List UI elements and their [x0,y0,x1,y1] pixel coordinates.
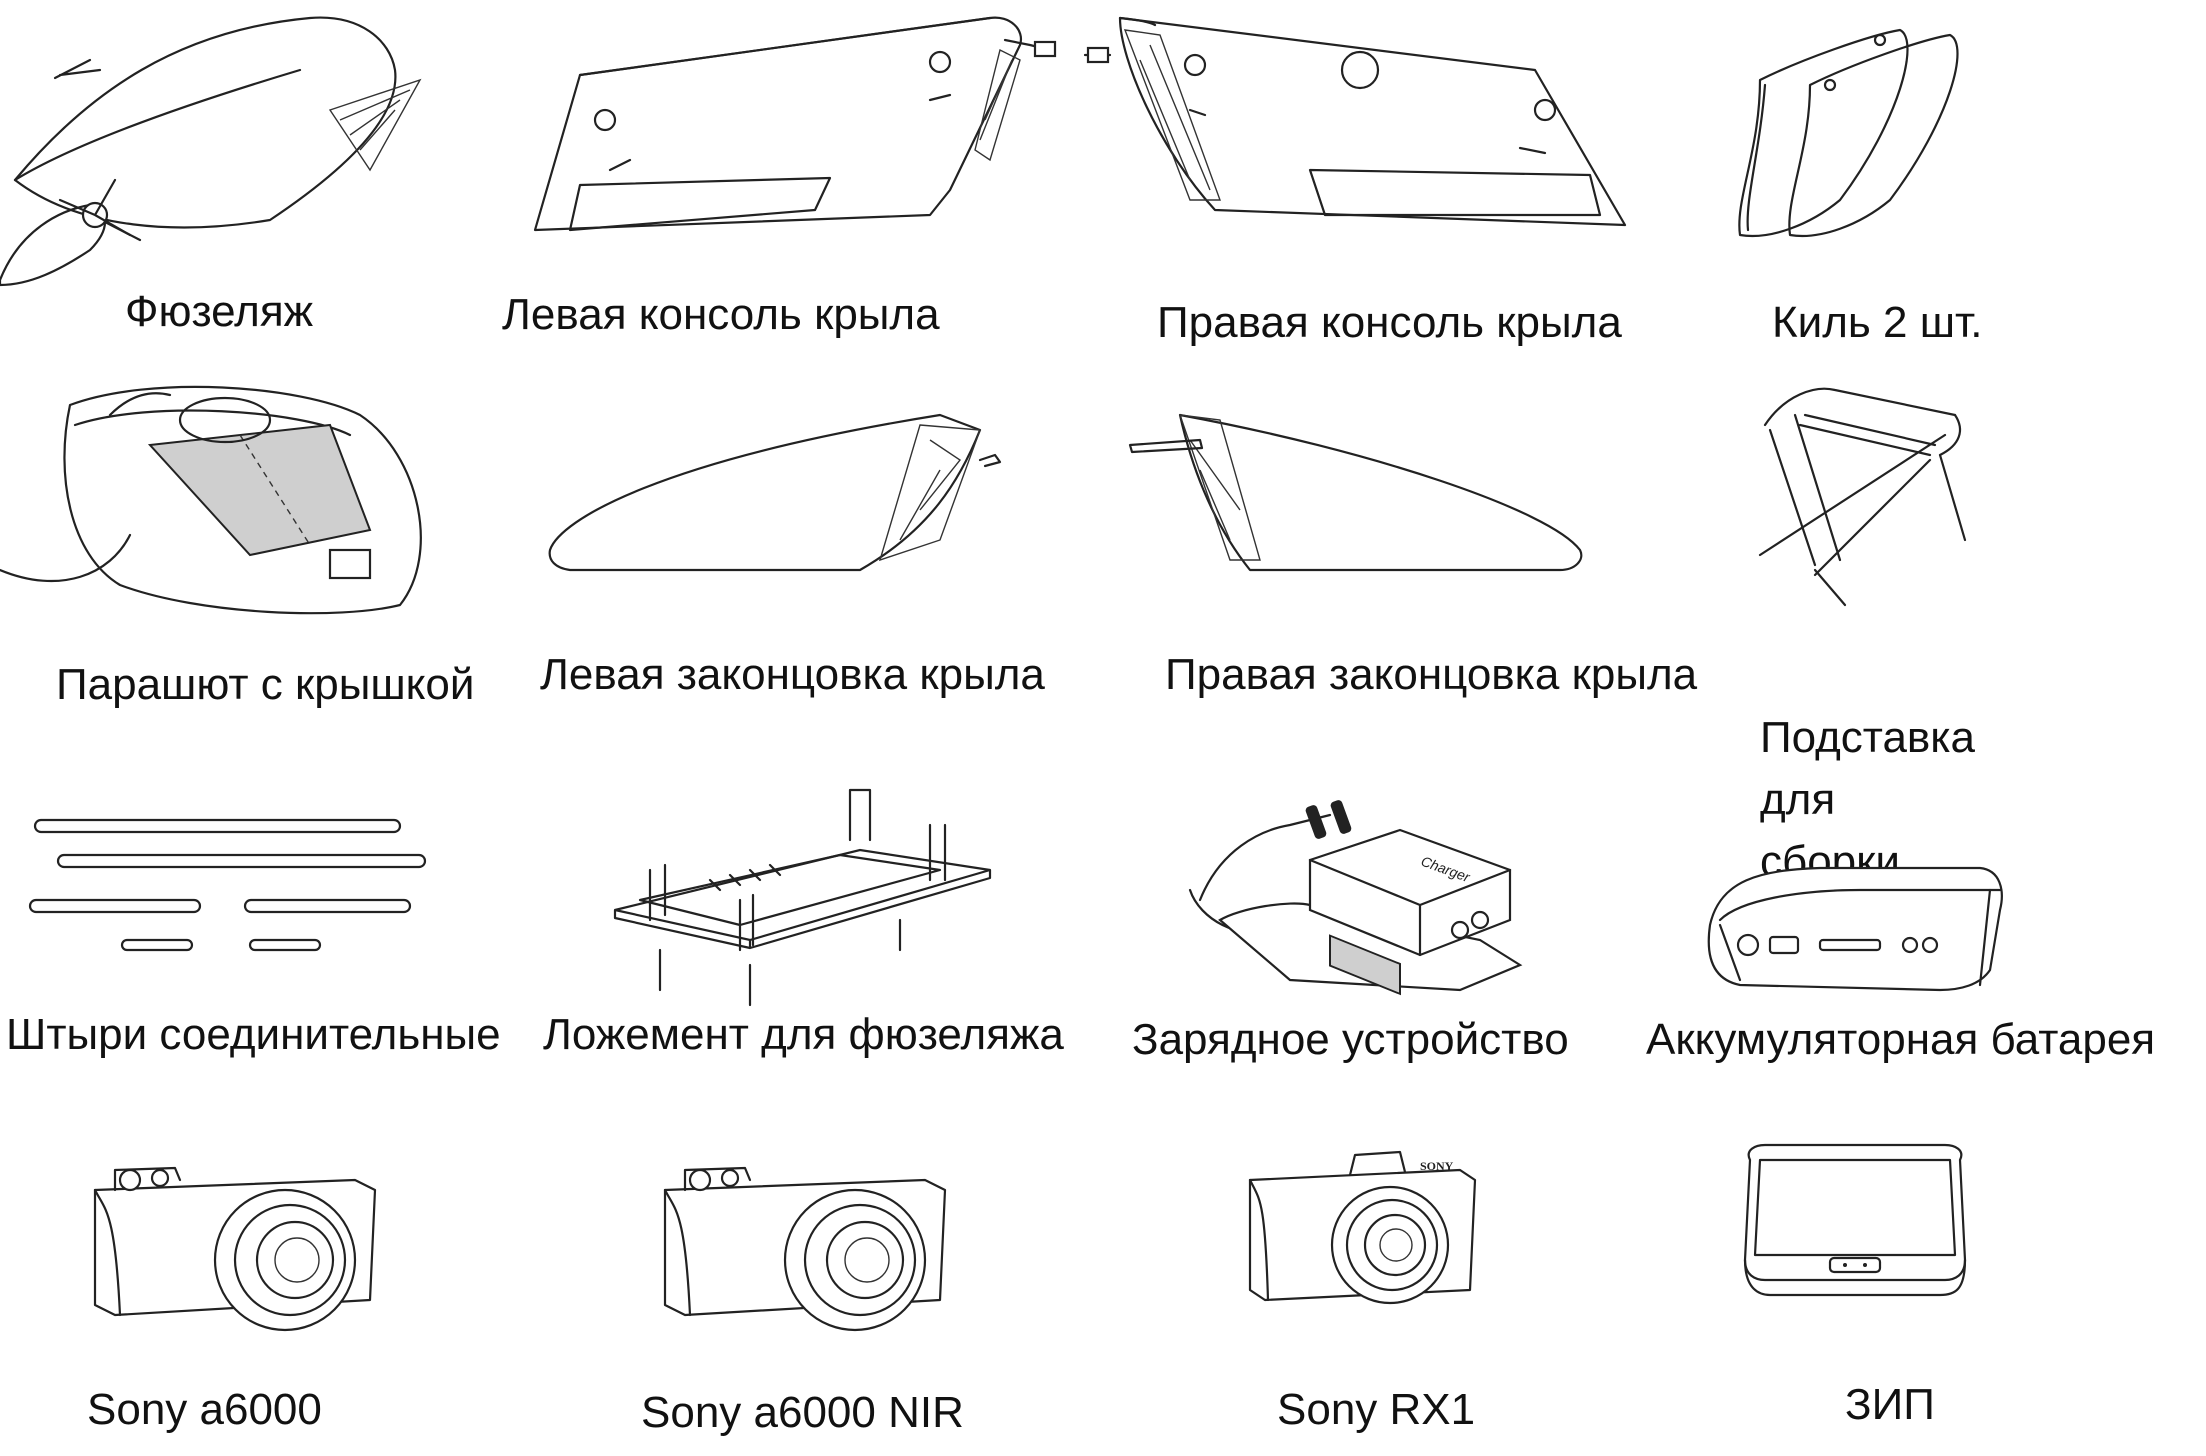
spare-parts-case-icon [1730,1140,1980,1310]
parachute-icon [0,355,440,635]
left-wing-panel-icon [530,0,1057,260]
right-wingtip-icon [1120,400,1600,600]
camera-rx1-icon: SONY [1240,1140,1480,1340]
item-label: Аккумуляторная батарея [1646,1015,2156,1064]
item-label: ЗИП [1845,1380,1935,1429]
item-label: Правая консоль крыла [1157,298,1622,347]
camera-brand: SONY [1420,1159,1454,1173]
camera-nir-icon [655,1150,955,1350]
assembly-stand-icon [1735,375,1995,615]
item-label: Штыри соединительные [6,1010,501,1059]
right-wing-panel-icon [1080,0,1640,260]
fuselage-cradle-icon [610,770,1010,1010]
item-label: Sony RX1 [1277,1385,1476,1434]
item-label: Киль 2 шт. [1772,298,1983,347]
item-label: Правая законцовка крыла [1165,650,1698,699]
battery-icon [1700,850,2020,1000]
item-label: Парашют с крышкой [56,660,475,709]
item-label: Ложемент для фюзеляжа [543,1010,1064,1059]
connecting-pins-icon [0,805,440,965]
item-label: Sony a6000 [87,1385,322,1434]
item-label: Левая консоль крыла [502,290,940,339]
item-label: Sony a6000 NIR [641,1388,964,1437]
charger-icon: Charger [1180,790,1580,1000]
vertical-fins-icon [1720,0,1980,260]
item-label: Зарядное устройство [1132,1015,1569,1064]
item-label: Фюзеляж [125,287,314,336]
item-label: Левая законцовка крыла [540,650,1045,699]
fuselage-icon [0,0,500,300]
left-wingtip-icon [540,400,1020,600]
camera-icon [85,1150,385,1350]
